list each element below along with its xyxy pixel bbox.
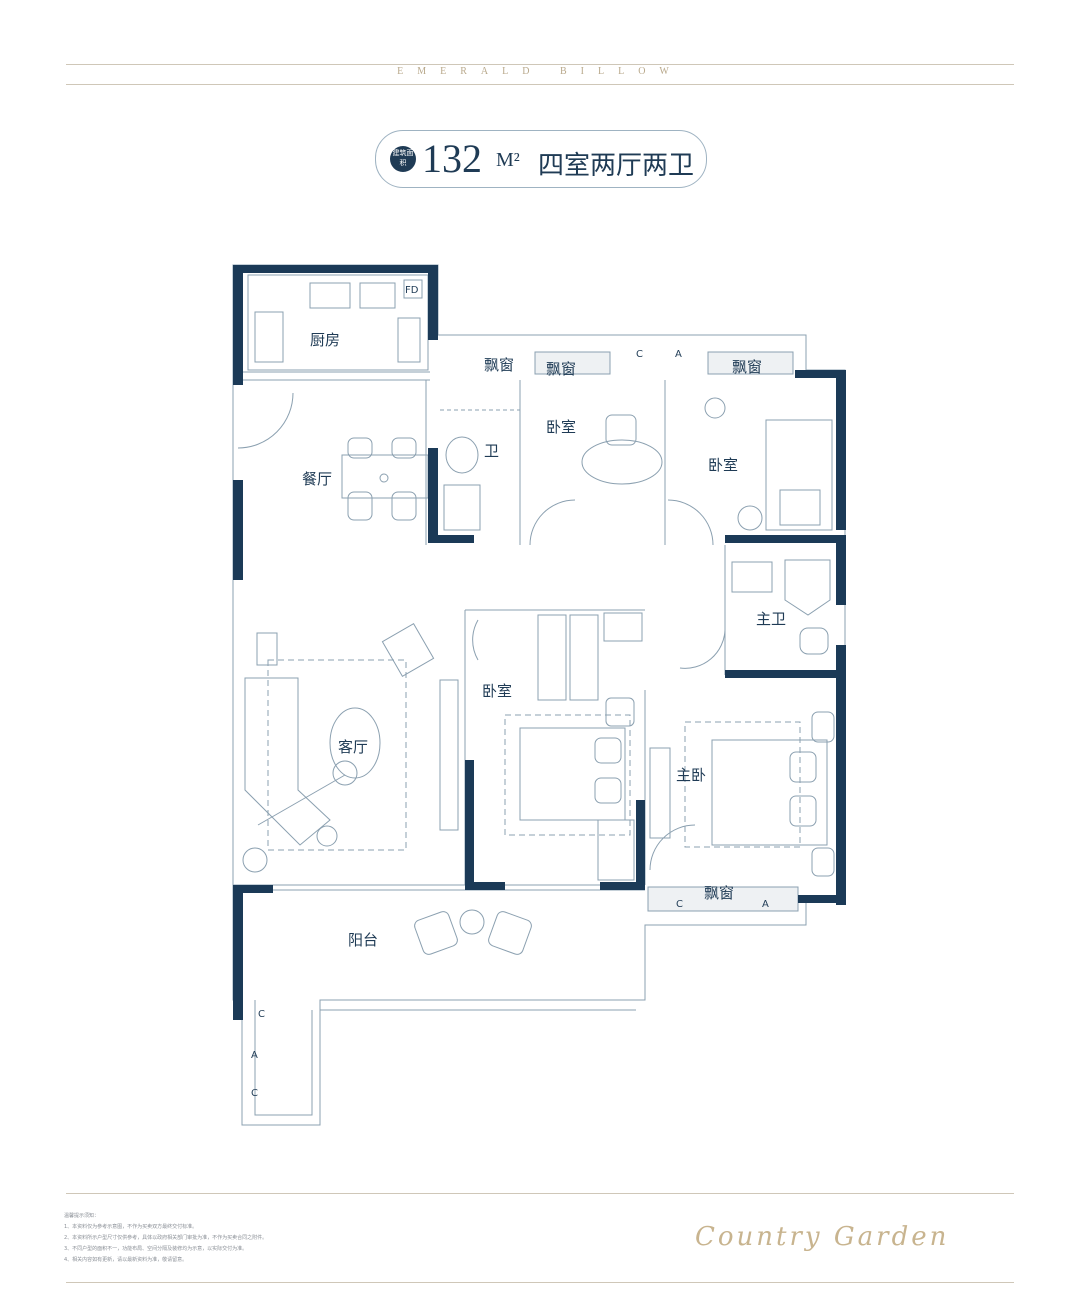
room-label-master-bath: 主卫 bbox=[756, 610, 786, 628]
ac-unit-label: A bbox=[762, 899, 769, 910]
ac-unit-label: A bbox=[675, 349, 682, 360]
wall-segment bbox=[233, 885, 243, 1020]
room-label-master-bedroom: 主卧 bbox=[676, 766, 706, 784]
room-label-living: 客厅 bbox=[338, 738, 368, 756]
fridge-label: FD bbox=[405, 285, 419, 296]
footer-note-line: 温馨提示须知： bbox=[64, 1213, 100, 1219]
layout-name: 四室两厅两卫 bbox=[538, 151, 695, 181]
wall-segment bbox=[428, 448, 438, 543]
wall-segment bbox=[428, 535, 474, 543]
wall-segment bbox=[636, 800, 645, 890]
wall-segment bbox=[233, 480, 243, 580]
room-label-dining: 餐厅 bbox=[302, 470, 332, 488]
room-label-bedroom-middle: 卧室 bbox=[482, 682, 512, 700]
wall-segment bbox=[233, 265, 438, 273]
ac-unit-label: A bbox=[251, 1050, 258, 1061]
area-unit: M² bbox=[496, 149, 520, 171]
wall-segment bbox=[600, 882, 645, 890]
ac-unit-label: C bbox=[258, 1009, 265, 1020]
footer-note-line: 1、本资料仅为参考示意图，不作为买卖双方最终交付标准。 bbox=[64, 1224, 198, 1230]
area-number: 132 bbox=[422, 136, 482, 181]
room-label-kitchen: 厨房 bbox=[310, 331, 340, 349]
wall-segment bbox=[725, 670, 845, 678]
bay-window-label: 飘窗 bbox=[732, 358, 762, 376]
wall-segment bbox=[836, 370, 846, 530]
room-label-bedroom-north-east: 卧室 bbox=[708, 456, 738, 474]
title-pill: 建筑面积 132 M² 四室两厅两卫 bbox=[375, 130, 707, 188]
wall-segment bbox=[465, 882, 505, 890]
footer-rule-top bbox=[66, 1193, 1014, 1194]
wall-segment bbox=[428, 265, 438, 340]
bay-window-label: 飘窗 bbox=[484, 356, 514, 374]
wall-segment bbox=[465, 760, 474, 890]
wall-segment bbox=[798, 895, 846, 903]
brand-wordmark: EMERALD BILLOW bbox=[0, 66, 1080, 77]
wall-segment bbox=[836, 645, 846, 905]
bay-window-label: 飘窗 bbox=[546, 360, 576, 378]
header-rule-top bbox=[66, 64, 1014, 65]
brand-signature: Country Garden bbox=[695, 1222, 950, 1252]
wall-segment bbox=[233, 265, 243, 385]
room-label-bathroom: 卫 bbox=[484, 442, 499, 460]
bay-window-label: 飘窗 bbox=[704, 884, 734, 902]
footer-note-line: 4、相关内容如有更新，请以最新资料为准，敬请留意。 bbox=[64, 1257, 188, 1263]
footer-note-line: 2、本资料所示户型尺寸仅供参考，具体以政府相关部门审批为准，不作为买卖合同之附件… bbox=[64, 1235, 268, 1241]
ac-unit-label: C bbox=[636, 349, 643, 360]
wall-segment bbox=[795, 370, 845, 378]
room-label-balcony: 阳台 bbox=[348, 931, 378, 949]
wall-segment bbox=[836, 535, 846, 605]
wall-segment bbox=[233, 885, 273, 893]
wall-segment bbox=[725, 535, 845, 543]
footer-rule-bottom bbox=[66, 1282, 1014, 1283]
footer-notes: 温馨提示须知： 1、本资料仅为参考示意图，不作为买卖双方最终交付标准。 2、本资… bbox=[64, 1211, 624, 1266]
header-rule-bottom bbox=[66, 84, 1014, 85]
ac-unit-label: C bbox=[251, 1088, 258, 1099]
footer-note-line: 3、不同户型的面积不一，功能布局、空间分隔及装修均为示意，以实际交付为准。 bbox=[64, 1246, 248, 1252]
area-badge: 建筑面积 bbox=[390, 146, 416, 172]
plan-outline bbox=[232, 264, 846, 1126]
room-label-bedroom-north-middle: 卧室 bbox=[546, 418, 576, 436]
ac-unit-label: C bbox=[676, 899, 683, 910]
